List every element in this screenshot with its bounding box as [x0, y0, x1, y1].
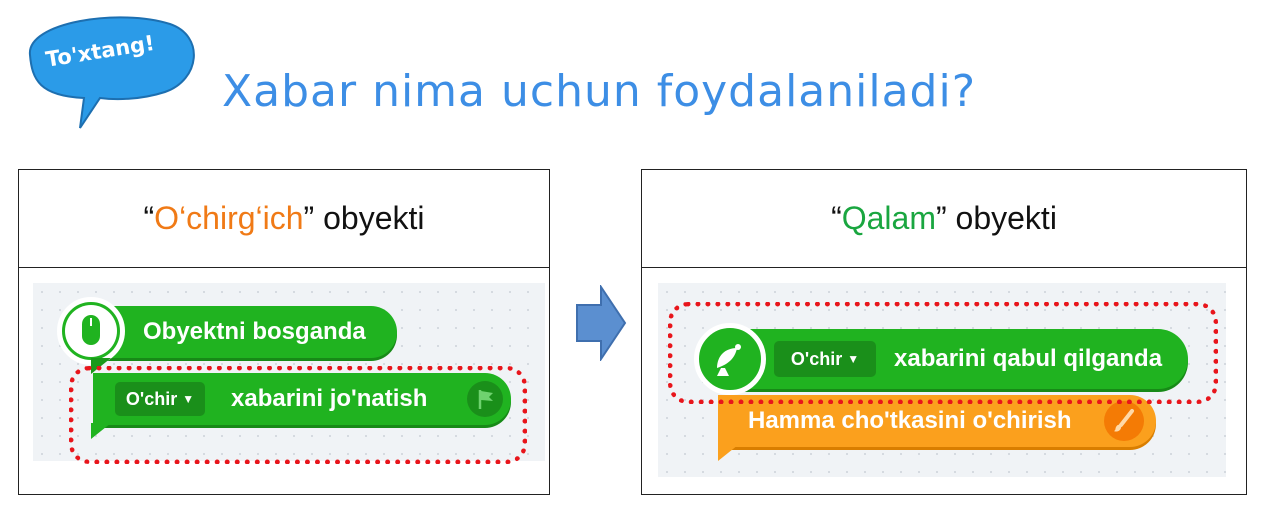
chevron-down-icon: ▼ [182, 392, 195, 406]
page-title: Xabar nima uchun foydalaniladi? [222, 66, 977, 117]
highlight-outline-send [69, 366, 527, 464]
code-canvas-left: Obyektni bosganda O'chir ▼ xabarini jo'na… [33, 283, 545, 461]
clear-all-brush-label: Hamma cho'tkasini o'chirish [748, 407, 1072, 434]
satellite-dish-icon [694, 323, 766, 395]
message-dropdown-value: O'chir [790, 348, 843, 369]
message-dropdown[interactable]: O'chir ▼ [115, 382, 205, 416]
title-suffix: ” obyekti [303, 200, 425, 236]
when-message-received-block[interactable]: O'chir ▼ xabarini qabul qilganda [704, 329, 1188, 389]
title-suffix: ” obyekti [935, 200, 1057, 236]
pen-panel-title: “Qalam” obyekti [642, 170, 1246, 268]
eraser-panel-title: “O‘chirg‘ich” obyekti [19, 170, 549, 268]
code-canvas-right: O'chir ▼ xabarini qabul qilganda Hamma ch… [658, 283, 1226, 477]
highlight-outline-receive [668, 302, 1218, 404]
eraser-object-name: O‘chirg‘ich [154, 200, 304, 236]
pen-object-name: Qalam [841, 200, 936, 236]
block-notch [718, 445, 738, 461]
message-dropdown[interactable]: O'chir ▼ [774, 341, 876, 377]
send-message-label: xabarini jo'natish [231, 385, 428, 412]
eraser-object-panel: “O‘chirg‘ich” obyekti Obyektni bosganda … [18, 169, 550, 495]
arrow-right-icon [576, 285, 627, 361]
pen-object-panel: “Qalam” obyekti O'chir ▼ xabarini qabul q… [641, 169, 1247, 495]
message-dropdown-value: O'chir [125, 388, 178, 409]
block-notch [91, 423, 111, 439]
brush-icon [1104, 401, 1144, 441]
open-quote: “ [143, 200, 155, 236]
open-quote: “ [831, 200, 842, 236]
when-object-clicked-block[interactable]: Obyektni bosganda [73, 306, 397, 358]
send-message-block[interactable]: O'chir ▼ xabarini jo'natish [93, 373, 511, 425]
mouse-icon [57, 297, 125, 365]
flag-icon [467, 381, 503, 417]
when-object-clicked-label: Obyektni bosganda [143, 318, 366, 345]
chevron-down-icon: ▼ [847, 352, 860, 366]
stop-badge: To'xtang! [0, 0, 210, 140]
speech-bubble-icon [28, 16, 195, 129]
when-message-received-label: xabarini qabul qilganda [894, 345, 1163, 372]
